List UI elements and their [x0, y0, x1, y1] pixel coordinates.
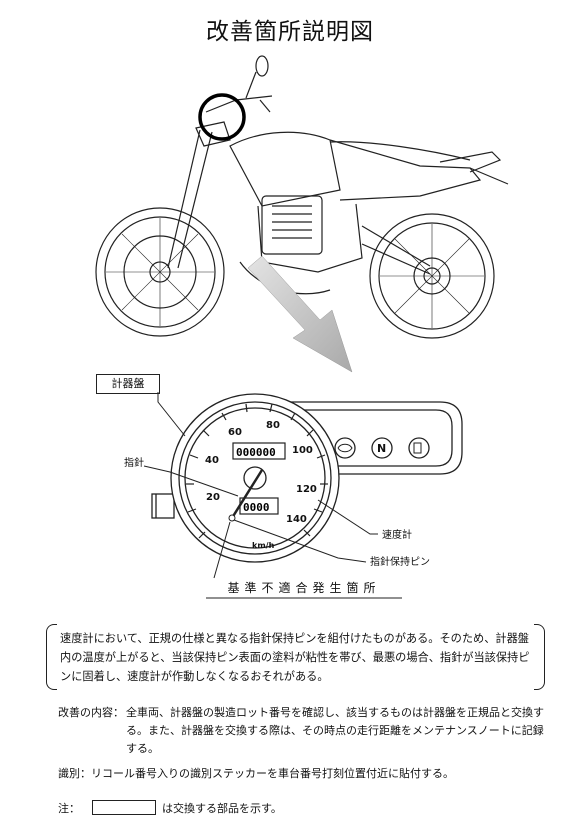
meter-highlight-circle	[198, 93, 246, 141]
trip-digits: 0000	[243, 501, 270, 514]
gauge-num-20: 20	[206, 492, 220, 503]
needle-hub	[243, 466, 267, 490]
description-bracket-right	[534, 624, 545, 690]
fix-text: 全車両、計器盤の製造ロット番号を確認し、該当するものは計器盤を正規品と交換する。…	[126, 706, 544, 755]
legend-note: 注： は交換する部品を示す。	[58, 800, 282, 818]
note-suffix: は交換する部品を示す。	[162, 802, 282, 815]
needle	[230, 469, 264, 519]
fix-label: 改善の内容：	[58, 706, 124, 719]
replaced-part-legend-box	[92, 800, 156, 815]
defect-description: 速度計において、正規の仕様と異なる指針保持ピンを組付けたものがある。そのため、計…	[60, 632, 530, 683]
odometer-digits: 000000	[236, 446, 276, 459]
needle-leader	[143, 465, 239, 497]
gauge-num-60: 60	[228, 427, 242, 438]
gauge-num-80: 80	[266, 420, 280, 431]
odometer-window	[232, 442, 286, 460]
neutral-letter: N	[377, 442, 386, 455]
needle-label: 指針	[124, 458, 144, 469]
identification-text: 識別：リコール番号入りの識別ステッカーを車台番号打刻位置付近に貼付する。	[58, 767, 454, 780]
page-title: 改善箇所説明図	[206, 19, 374, 45]
callout-arrow	[247, 255, 353, 373]
needle-pin-label: 指針保持ピン	[370, 557, 430, 568]
gauge-num-120: 120	[296, 484, 317, 495]
gauge-num-40: 40	[205, 455, 219, 466]
meter-label-box: 計器盤	[96, 374, 160, 394]
instrument-cluster	[151, 393, 463, 563]
fuel-lamp-icon	[408, 437, 430, 459]
gauge-ticks	[186, 403, 328, 539]
nonconformity-leader	[213, 521, 231, 579]
nonconformity-label: 基準不適合発生箇所	[227, 581, 381, 595]
speedometer-leader	[317, 499, 378, 535]
recall-figure: 20 40 60 80 100 120 140 km/h N 000000 00…	[95, 55, 509, 599]
meter-leader	[157, 392, 186, 437]
motorcycle-illustration	[95, 55, 509, 339]
warning-lamp-icon	[334, 437, 356, 459]
needle-pin-leader	[233, 519, 367, 563]
gauge-num-140: 140	[286, 514, 307, 525]
gauge-num-100: 100	[292, 445, 313, 456]
speedometer-label: 速度計	[382, 530, 412, 541]
neutral-lamp-icon	[371, 437, 393, 459]
needle-pin	[228, 514, 236, 522]
speed-unit: km/h	[252, 541, 275, 550]
note-prefix: 注：	[58, 802, 80, 815]
description-bracket-left	[46, 624, 57, 690]
